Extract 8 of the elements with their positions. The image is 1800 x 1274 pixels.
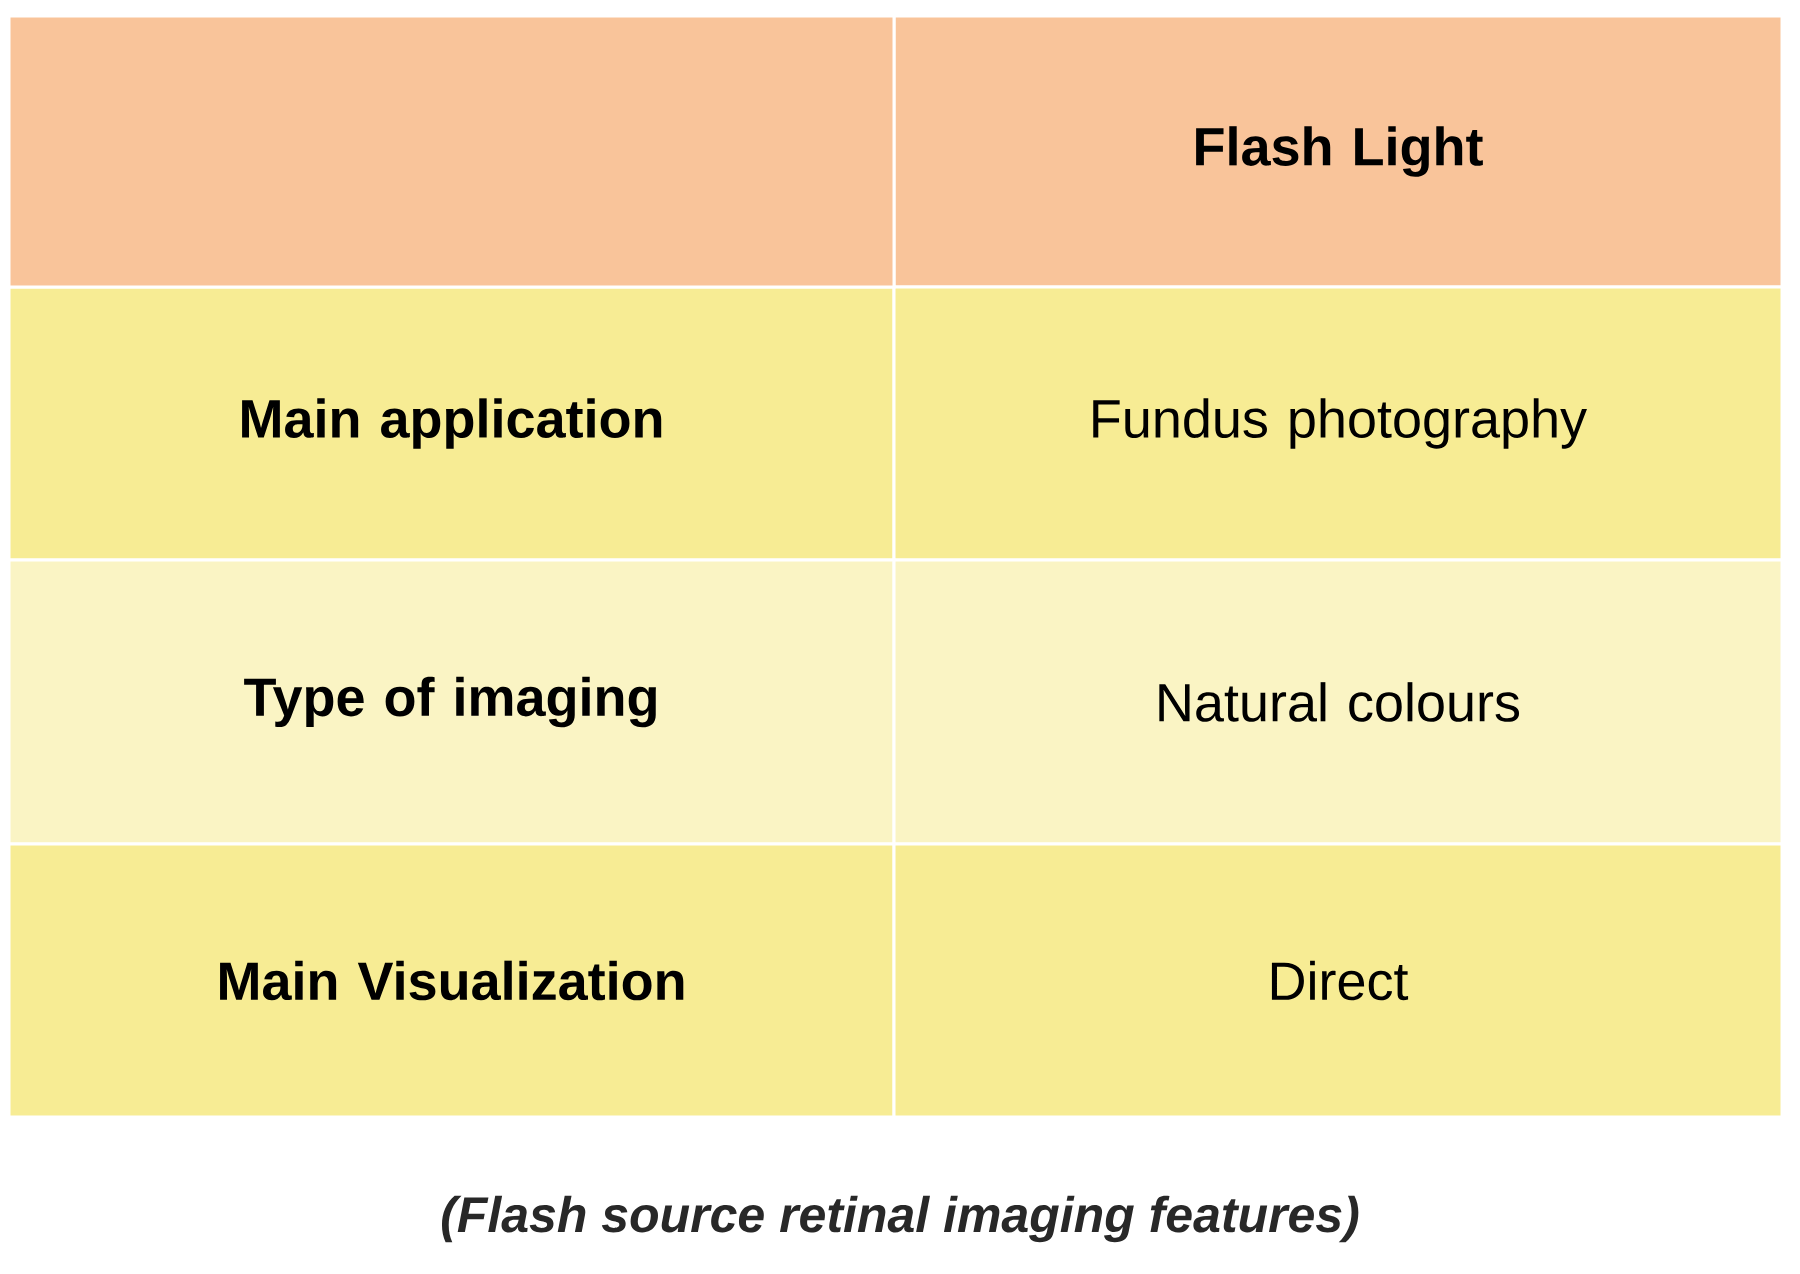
table-cell: Direct (892, 842, 1784, 1119)
table-cell: Flash Light (892, 14, 1784, 289)
table-cell: Natural colours (892, 558, 1784, 846)
caption: (Flash source retinal imaging features) (441, 1195, 1359, 1243)
table-cell: Type of imaging (7, 558, 896, 846)
table-cell: Fundus photography (892, 285, 1784, 562)
table-cell: Main application (7, 285, 896, 562)
table-cell: Main Visualization (7, 842, 896, 1119)
